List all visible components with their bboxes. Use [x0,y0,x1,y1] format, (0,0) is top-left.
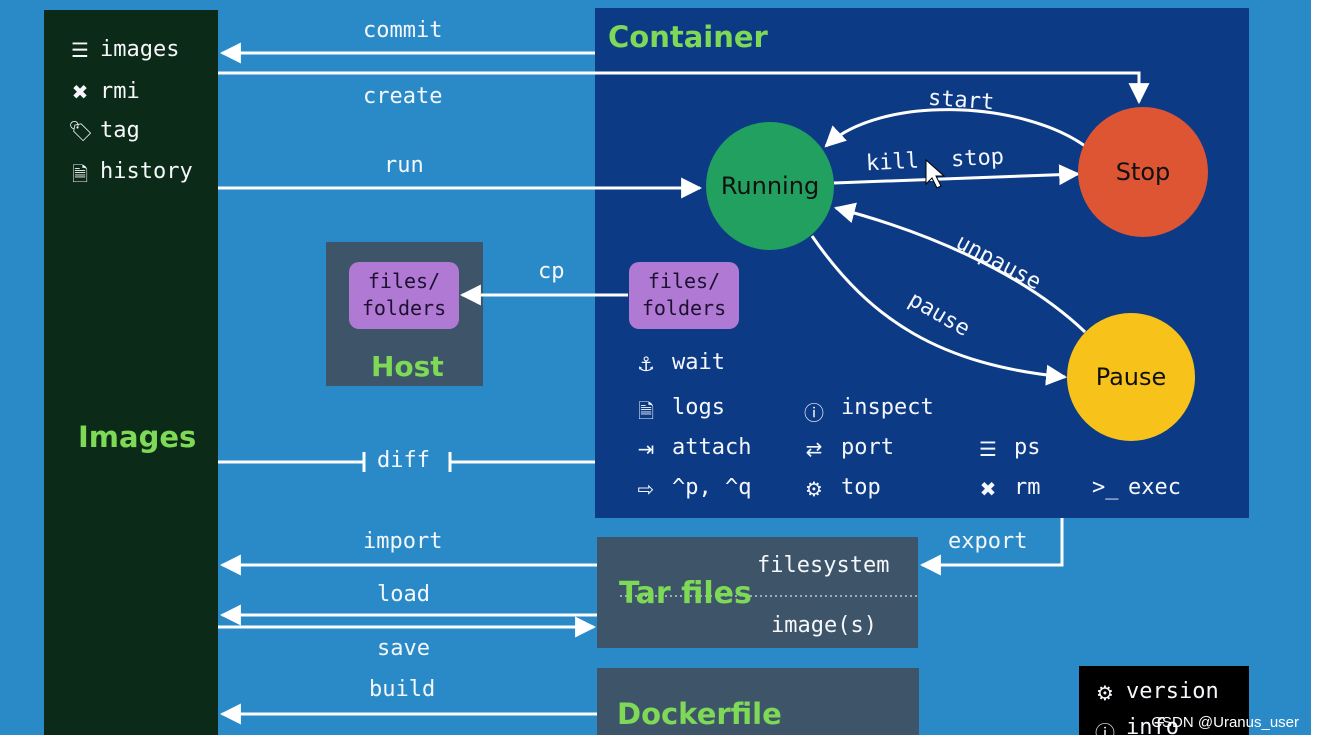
stop-state: Stop [1078,107,1208,237]
host-title: Host [371,350,444,383]
ps-command: ps [1014,435,1041,460]
wait-command: wait [672,350,725,375]
dockerfile-panel [597,668,919,735]
export-arrow [919,518,1064,576]
rmi-command: rmi [100,79,140,104]
diff-label: diff [377,448,430,473]
list-icon: ☰ [71,38,89,62]
exec-command: exec [1128,475,1181,500]
filesystem-label: filesystem [757,553,890,578]
anchor-icon: ⚓ [637,352,655,376]
document-icon: 🗎 [637,399,655,423]
rm-command: rm [1014,475,1041,500]
history-command: history [100,159,193,184]
terminal-icon: >_ [1092,475,1119,500]
pause-arrow [810,235,1068,386]
images-command: images [100,37,180,62]
tag-command: tag [100,118,140,143]
detach-icon: ⇨ [637,477,655,501]
tar-files-panel [597,537,918,648]
tar-files-title: Tar files [619,576,752,611]
logs-command: logs [672,395,725,420]
images-tar-label: image(s) [771,613,877,638]
tag-icon: 🏷 [68,119,94,143]
gear-icon: ⚙ [1096,681,1114,705]
info-icon: ⓘ [1095,721,1115,735]
kill-label: kill [865,148,920,177]
list-icon: ☰ [979,437,997,461]
container-title: Container [608,20,768,54]
x-icon: ✖ [71,80,89,104]
commit-label: commit [363,18,443,43]
version-info-panel [1079,666,1249,735]
pause-state: Pause [1067,313,1195,441]
import-label: import [363,529,443,554]
stop-transition-label: stop [950,144,1005,173]
inspect-command: inspect [841,395,934,420]
build-label: build [369,677,436,702]
x-icon: ✖ [979,477,997,501]
port-command: port [841,435,894,460]
dockerfile-title: Dockerfile [617,697,782,731]
info-command: info [1126,715,1179,735]
container-files-box: files/ folders [629,262,739,329]
create-label: create [363,84,443,109]
cp-label: cp [538,259,565,284]
top-command: top [841,475,881,500]
exchange-icon: ⇄ [805,437,823,461]
attach-command: attach [672,435,752,460]
unpause-arrow [833,202,1087,334]
start-arrow [824,108,1086,148]
start-label: start [927,85,996,116]
host-files-box: files/ folders [349,262,459,329]
info-icon: ⓘ [804,401,824,425]
images-panel [44,10,218,735]
export-label: export [948,529,1028,554]
watermark: CSDN @Uranus_user [1151,714,1299,731]
images-title: Images [78,420,197,454]
version-command: version [1126,679,1219,704]
attach-icon: ⇥ [637,437,655,461]
load-label: load [377,582,430,607]
document-icon: 🗎 [71,162,89,186]
create-arrow [218,71,1150,105]
running-state: Running [706,122,834,250]
save-label: save [377,636,430,661]
run-label: run [384,153,424,178]
gears-icon: ⚙ [805,477,823,501]
kill-stop-arrow [833,164,1081,186]
detach-command: ^p, ^q [672,475,752,500]
